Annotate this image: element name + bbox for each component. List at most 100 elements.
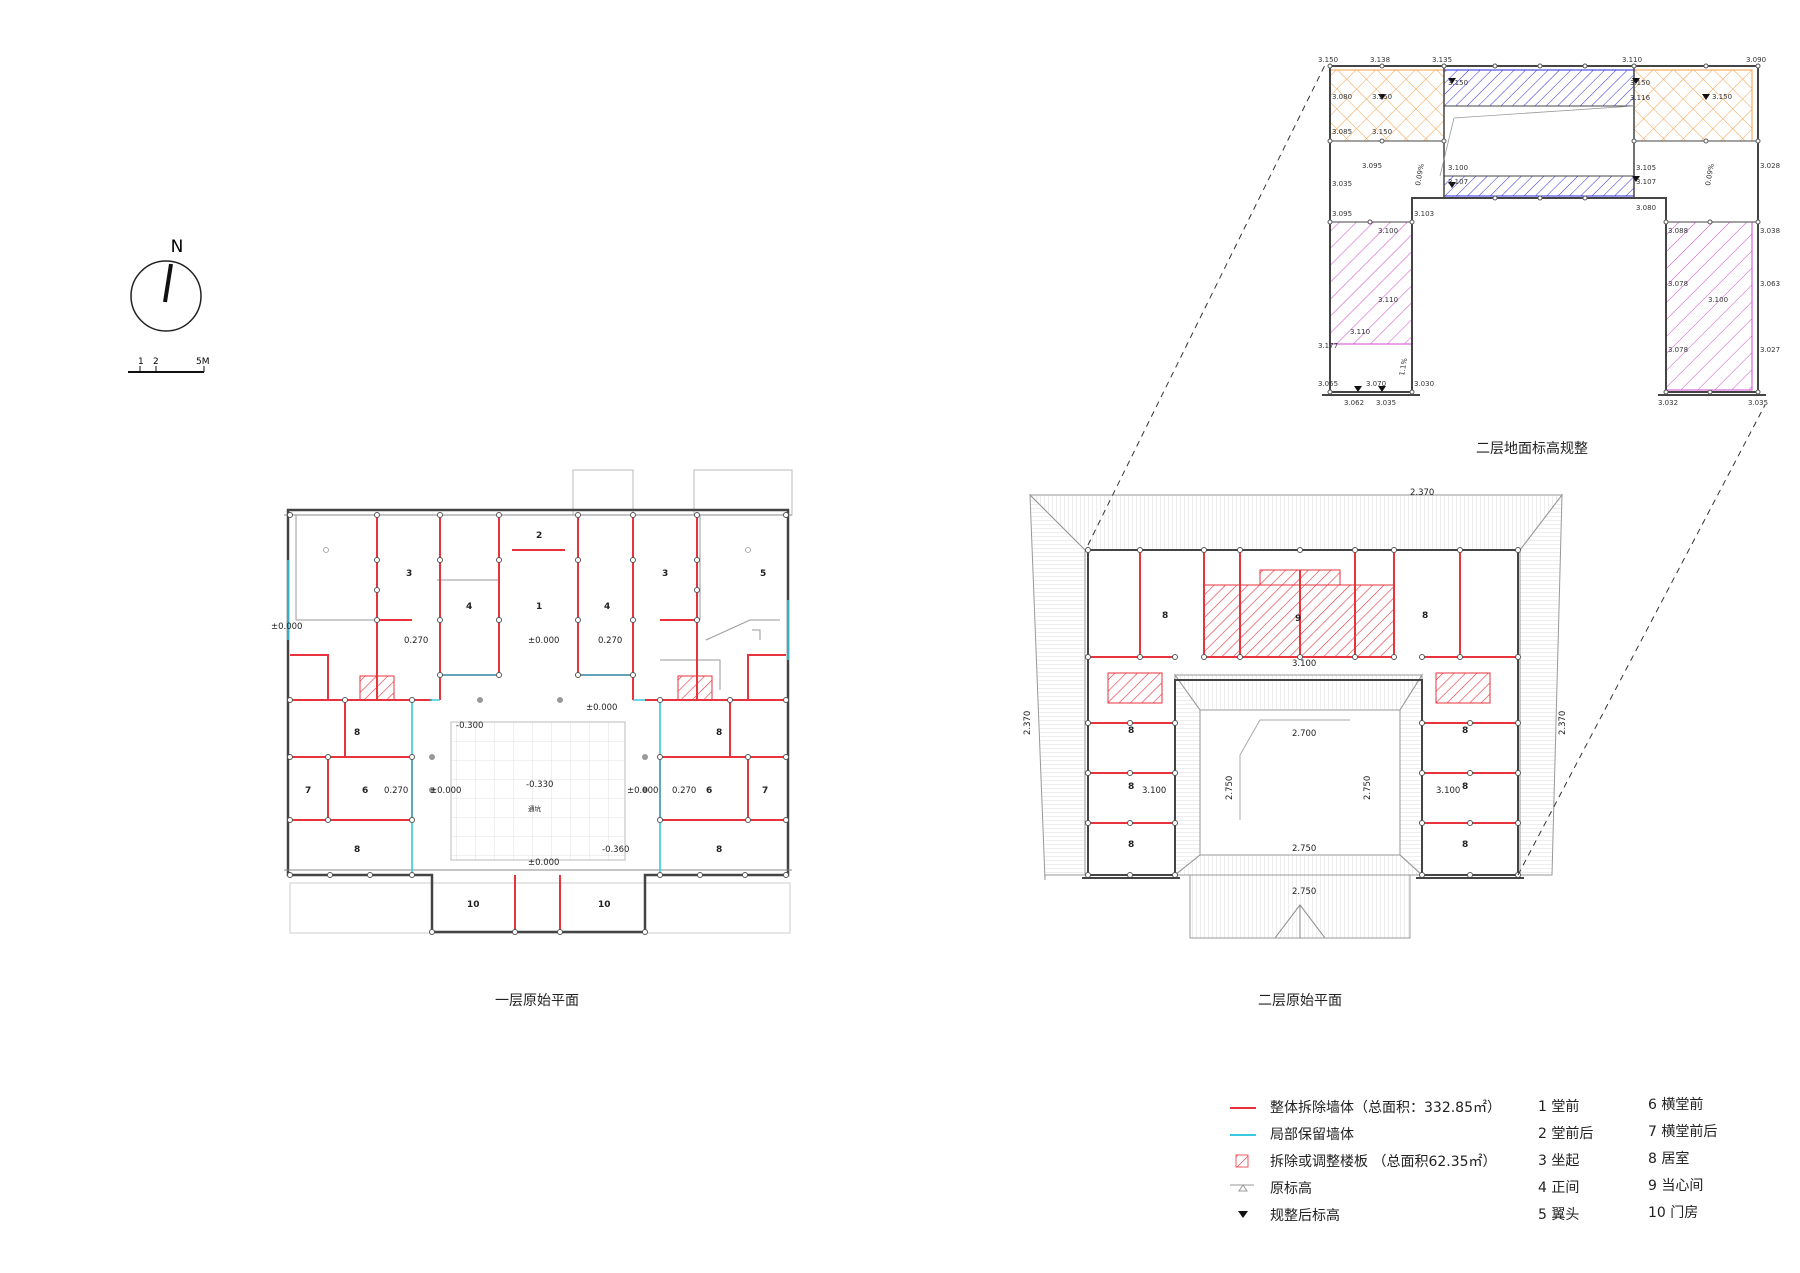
level-label: 3.070 [1366, 380, 1386, 388]
room-label: 1 [536, 602, 542, 612]
room-label: 8 [1128, 840, 1134, 850]
level-label: 3.095 [1332, 210, 1352, 218]
level-label: 3.138 [1370, 56, 1390, 64]
room-legend-item: 6 横堂前 [1648, 1097, 1704, 1113]
legend-label: 原标高 [1270, 1181, 1312, 1197]
elevation-label: ±0.000 [271, 622, 302, 632]
level-label: 3.150 [1630, 79, 1650, 87]
room-label: 10 [598, 900, 611, 910]
room-label: 8 [716, 728, 722, 738]
first-floor-labels: 2 1 3 3 4 4 5 6 6 7 7 8 8 8 8 10 10 通坑 ±… [271, 531, 768, 910]
north-circle [130, 260, 202, 332]
caption-second-floor-levels: 二层地面标高规整 [1476, 441, 1588, 457]
room-label: 6 [362, 786, 368, 796]
level-label: 1.1% [1398, 357, 1409, 376]
elevation-label: 3.100 [1142, 786, 1166, 796]
level-label: 3.100 [1448, 164, 1468, 172]
level-label: 3.150 [1372, 128, 1392, 136]
filled-triangle-icon [1228, 1207, 1258, 1223]
level-label: 3.078 [1668, 280, 1688, 288]
level-label: 3.035 [1332, 180, 1352, 188]
second-floor-labels: 8 9 8 8 8 8 8 8 8 2.370 3.100 2.370 2.37… [1023, 488, 1568, 897]
room-label: 5 [760, 569, 766, 579]
cyan-line-icon [1228, 1126, 1258, 1142]
room-label: 8 [1128, 726, 1134, 736]
level-label: 3.100 [1378, 227, 1398, 235]
legend-item-original-level: 原标高 [1228, 1177, 1312, 1199]
level-label: 0.09% [1414, 163, 1426, 187]
scale-tick-1: 1 [138, 357, 144, 367]
room-label: 8 [1462, 782, 1468, 792]
room-legend-item: 9 当心间 [1648, 1178, 1704, 1194]
room-legend-item: 4 正间 [1538, 1180, 1580, 1196]
level-label: 3.080 [1636, 204, 1656, 212]
elevation-label: 0.270 [384, 786, 408, 796]
scale-tick-5m: 5M [196, 357, 210, 367]
scale-tick-2: 2 [153, 357, 159, 367]
connector-line-right [1517, 404, 1766, 876]
open-triangle-icon [1228, 1180, 1258, 1196]
level-label: 3.110 [1622, 56, 1642, 64]
elevation-label: -0.330 [526, 780, 553, 790]
courtyard-label: 通坑 [528, 804, 542, 813]
room-label: 9 [1295, 614, 1301, 624]
first-floor-plan [284, 469, 793, 935]
legend-label: 拆除或调整楼板 （总面积62.35㎡） [1270, 1154, 1497, 1170]
elevation-label: ±0.000 [627, 786, 658, 796]
room-label: 3 [406, 569, 412, 579]
elevation-label: 2.700 [1292, 729, 1316, 739]
north-needle [163, 263, 173, 303]
elevation-label: 2.750 [1292, 844, 1316, 854]
legend: 整体拆除墙体（总面积：332.85㎡） 局部保留墙体 拆除或调整楼板 （总面积6… [1228, 1096, 1788, 1246]
level-label: 3.100 [1708, 296, 1728, 304]
legend-item-adjusted-level: 规整后标高 [1228, 1204, 1340, 1226]
room-label: 10 [467, 900, 480, 910]
elevation-label: 2.750 [1225, 776, 1235, 800]
level-label: 3.030 [1414, 380, 1434, 388]
room-legend-col1: 1 堂前 2 堂前后 3 坐起 4 正间 5 翼头 [1538, 1094, 1593, 1229]
level-label: 3.150 [1318, 56, 1338, 64]
level-label: 3.032 [1658, 399, 1678, 407]
north-label: N [171, 237, 184, 257]
room-label: 8 [1128, 782, 1134, 792]
room-label: 7 [762, 786, 768, 796]
first-floor-courtyard [450, 721, 626, 861]
first-floor-outer-wall [286, 508, 790, 934]
elevation-label: 2.370 [1558, 711, 1568, 735]
elevation-label: 0.270 [598, 636, 622, 646]
level-label: 3.105 [1636, 164, 1656, 172]
level-label: 3.085 [1332, 128, 1352, 136]
elevation-label: ±0.000 [528, 636, 559, 646]
elevation-label: 2.750 [1363, 776, 1373, 800]
legend-label: 规整后标高 [1270, 1208, 1340, 1224]
level-label: 3.038 [1760, 227, 1780, 235]
room-label: 8 [716, 845, 722, 855]
level-label: 3.055 [1318, 380, 1338, 388]
room-label: 3 [662, 569, 668, 579]
room-label: 2 [536, 531, 542, 541]
legend-label: 局部保留墙体 [1270, 1127, 1354, 1143]
level-label: 3.110 [1350, 328, 1370, 336]
level-label: 3.062 [1344, 399, 1364, 407]
level-label: 3.110 [1378, 296, 1398, 304]
level-label: 3.063 [1760, 280, 1780, 288]
level-label: 3.107 [1636, 178, 1656, 186]
room-legend-item: 10 门房 [1648, 1205, 1699, 1221]
level-label: 3.090 [1746, 56, 1766, 64]
level-label: 3.080 [1332, 93, 1352, 101]
elevation-label: 0.270 [672, 786, 696, 796]
room-label: 6 [706, 786, 712, 796]
legend-item-demolish-slab: 拆除或调整楼板 （总面积62.35㎡） [1228, 1150, 1497, 1172]
room-legend-item: 1 堂前 [1538, 1099, 1580, 1115]
red-hatch-icon [1228, 1153, 1258, 1169]
elevation-label: ±0.000 [528, 858, 559, 868]
room-label: 8 [1162, 611, 1168, 621]
room-label: 4 [466, 602, 472, 612]
level-label: 3.088 [1668, 227, 1688, 235]
elevation-label: -0.360 [602, 845, 629, 855]
room-label: 8 [1462, 726, 1468, 736]
level-label: 3.135 [1432, 56, 1452, 64]
elevation-label: ±0.000 [430, 786, 461, 796]
red-line-icon [1228, 1099, 1258, 1115]
